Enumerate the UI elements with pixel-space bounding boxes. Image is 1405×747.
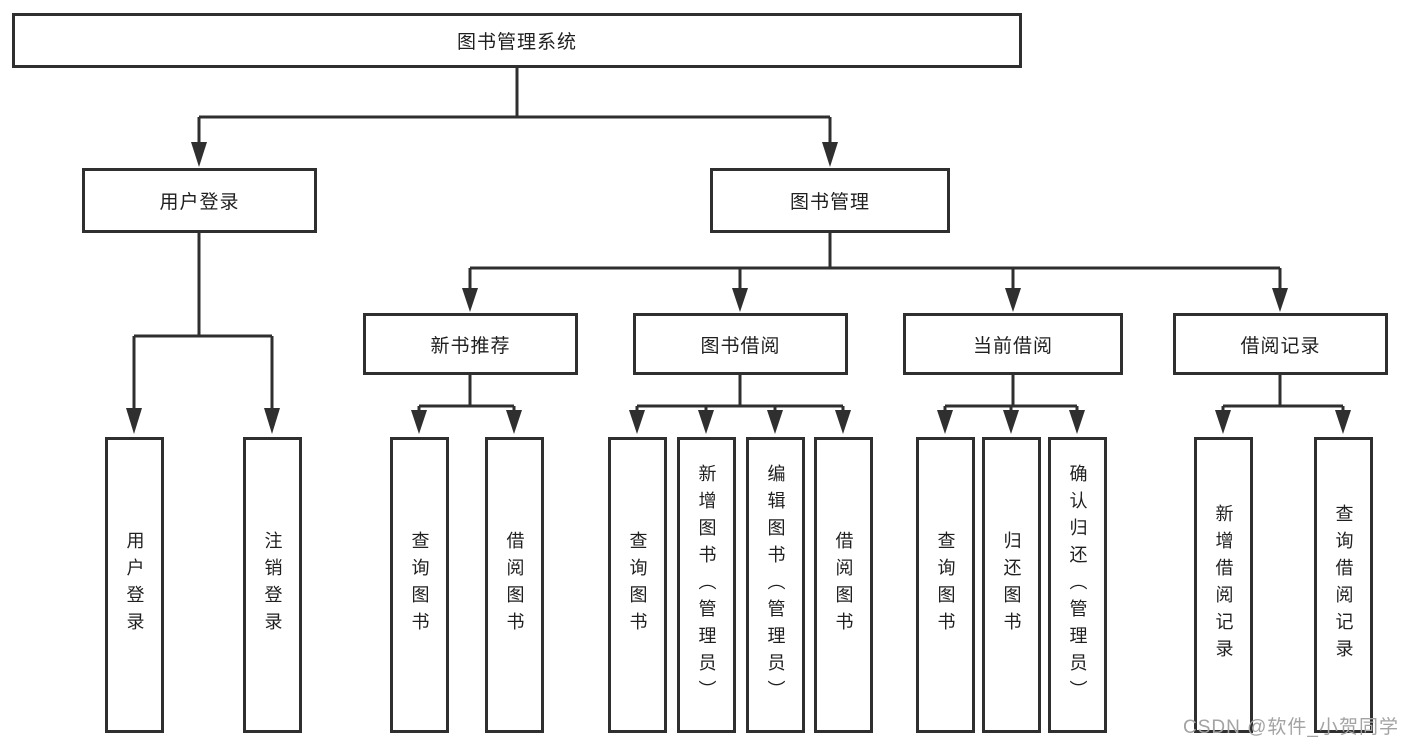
leaf-add-borrow-record: 新增借阅记录 [1194, 437, 1253, 733]
node-book-management: 图书管理 [710, 168, 950, 233]
leaf-query-books: 查询图书 [608, 437, 667, 733]
leaf-confirm-return-admin: 确认归还（管理员） [1048, 437, 1107, 733]
leaf-user-login: 用户登录 [105, 437, 164, 733]
leaf-label: 注销登录 [262, 531, 283, 639]
node-label: 图书借阅 [700, 335, 781, 357]
leaf-edit-books-admin: 编辑图书（管理员） [746, 437, 805, 733]
leaf-label: 编辑图书（管理员） [765, 463, 786, 707]
leaf-borrow-books: 借阅图书 [485, 437, 544, 733]
leaf-label: 用户登录 [124, 531, 145, 639]
node-label: 借阅记录 [1240, 335, 1321, 357]
node-user-login: 用户登录 [82, 168, 317, 233]
node-label: 图书管理 [789, 192, 870, 213]
leaf-borrow-books: 借阅图书 [814, 437, 873, 733]
leaf-add-books-admin: 新增图书（管理员） [677, 437, 736, 733]
leaf-label: 新增借阅记录 [1213, 504, 1234, 666]
node-borrowing-records: 借阅记录 [1173, 313, 1388, 375]
node-current-borrowing: 当前借阅 [903, 313, 1123, 375]
leaf-label: 查询图书 [409, 531, 430, 639]
leaf-label: 查询图书 [935, 531, 956, 639]
leaf-query-borrow-record: 查询借阅记录 [1314, 437, 1373, 733]
node-new-book-recommendation: 新书推荐 [363, 313, 578, 375]
node-label: 新书推荐 [430, 335, 511, 357]
leaf-return-books: 归还图书 [982, 437, 1041, 733]
leaf-label: 新增图书（管理员） [696, 463, 717, 707]
leaf-label: 查询借阅记录 [1333, 504, 1354, 666]
leaf-label: 确认归还（管理员） [1067, 463, 1088, 707]
csdn-watermark: CSDN @软件_小贺同学 [1183, 717, 1399, 738]
node-label: 图书管理系统 [456, 32, 577, 53]
node-library-management-system: 图书管理系统 [12, 13, 1022, 68]
leaf-label: 查询图书 [627, 531, 648, 639]
leaf-logout: 注销登录 [243, 437, 302, 733]
leaf-label: 借阅图书 [833, 531, 854, 639]
node-label: 用户登录 [159, 192, 240, 213]
leaf-label: 借阅图书 [504, 531, 525, 639]
node-label: 当前借阅 [972, 335, 1053, 357]
node-book-borrowing: 图书借阅 [633, 313, 848, 375]
leaf-label: 归还图书 [1001, 531, 1022, 639]
leaf-query-books: 查询图书 [390, 437, 449, 733]
leaf-query-books: 查询图书 [916, 437, 975, 733]
